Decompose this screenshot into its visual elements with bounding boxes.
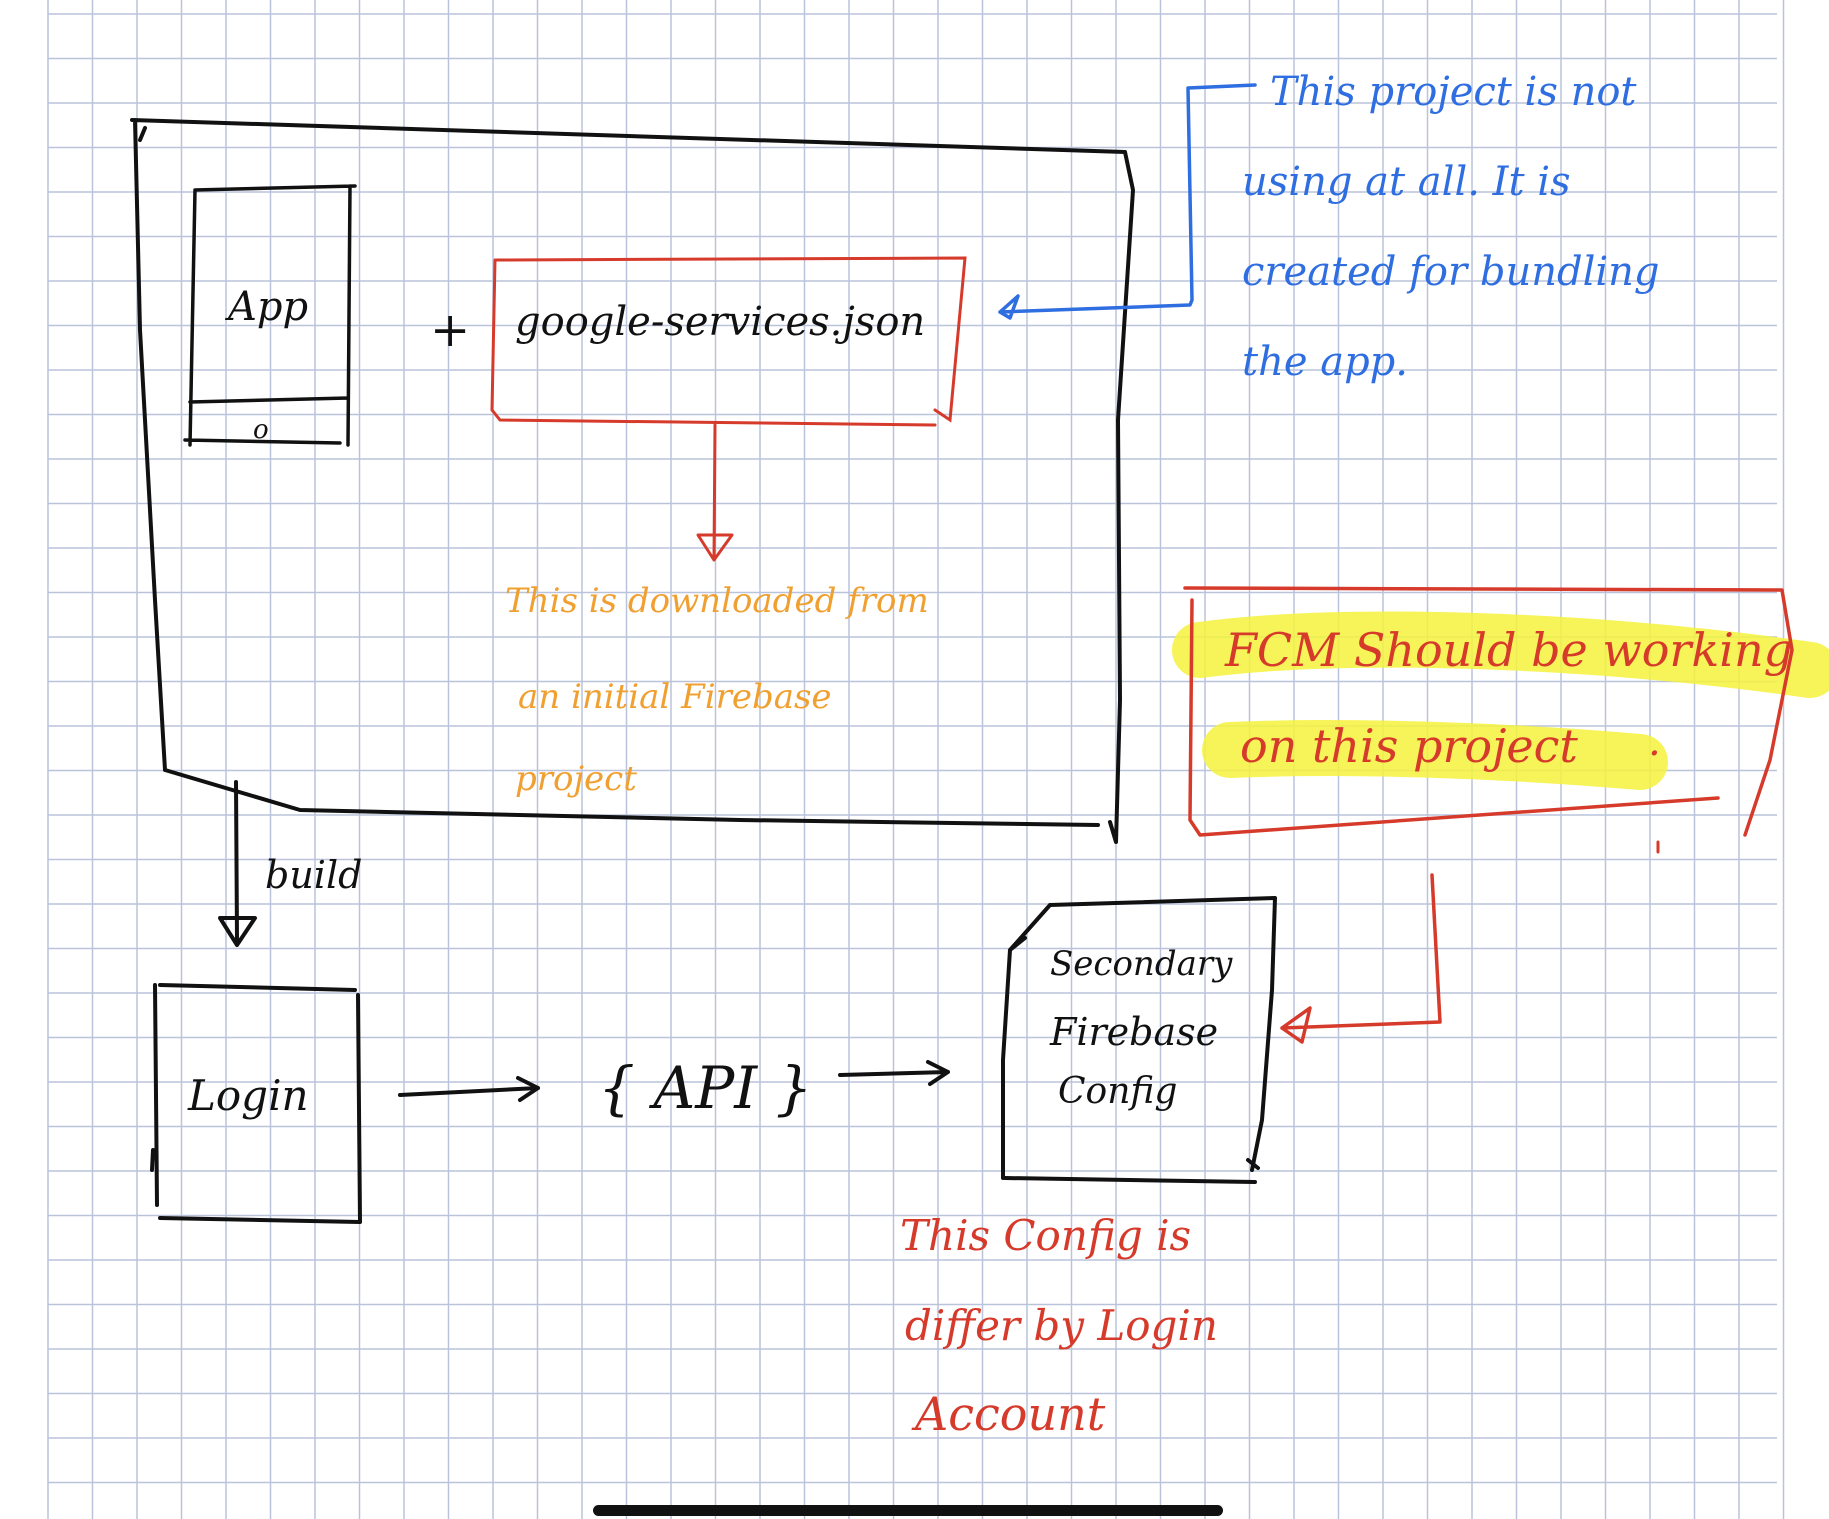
blue-note-line3: created for bundling: [1242, 249, 1660, 295]
fcm-note-line1: FCM Should be working: [1224, 623, 1793, 677]
bundle-outer-box: [130, 118, 1135, 844]
red-note-line1: This Config is: [900, 1211, 1191, 1260]
blue-bracket-arrow: [998, 83, 1257, 320]
red-note-line3: Account: [911, 1387, 1106, 1441]
blue-note-line2: using at all. It is: [1242, 159, 1571, 205]
home-indicator: [593, 1505, 1223, 1516]
secondary-config-line1: Secondary: [1050, 944, 1233, 984]
login-label: Login: [187, 1071, 309, 1120]
app-label: App: [224, 284, 308, 330]
fcm-note-box: [1183, 586, 1794, 837]
app-home-button: o: [253, 415, 269, 445]
api-label: { API }: [598, 1054, 813, 1122]
google-services-box: [490, 256, 967, 427]
secondary-config-line2: Firebase: [1049, 1010, 1218, 1054]
json-down-arrow: [696, 423, 734, 562]
app-phone-box: [183, 184, 357, 447]
secondary-config-line3: Config: [1058, 1071, 1177, 1112]
build-arrow: [218, 780, 257, 947]
fcm-highlight: [1172, 611, 1829, 790]
google-services-label: google-services.json: [515, 299, 925, 345]
plus-sign: +: [430, 302, 470, 358]
secondary-config-box: [1001, 896, 1277, 1184]
orange-note-line1: This is downloaded from: [505, 581, 929, 621]
red-note-line2: differ by Login: [905, 1301, 1218, 1350]
blue-note-line4: the app.: [1242, 339, 1408, 385]
fcm-to-config-arrow: [1280, 873, 1442, 1044]
build-label: build: [265, 853, 362, 897]
blue-note-line1: This project is not: [1270, 69, 1637, 115]
orange-note-line3: project: [515, 759, 637, 799]
login-box: [150, 983, 362, 1224]
orange-note-line2: an initial Firebase: [518, 677, 832, 717]
fcm-note-line2: on this project: [1240, 719, 1578, 773]
api-to-config-arrow: [838, 1060, 950, 1086]
login-to-api-arrow: [398, 1076, 540, 1102]
fcm-note-dot: .: [1648, 719, 1661, 765]
